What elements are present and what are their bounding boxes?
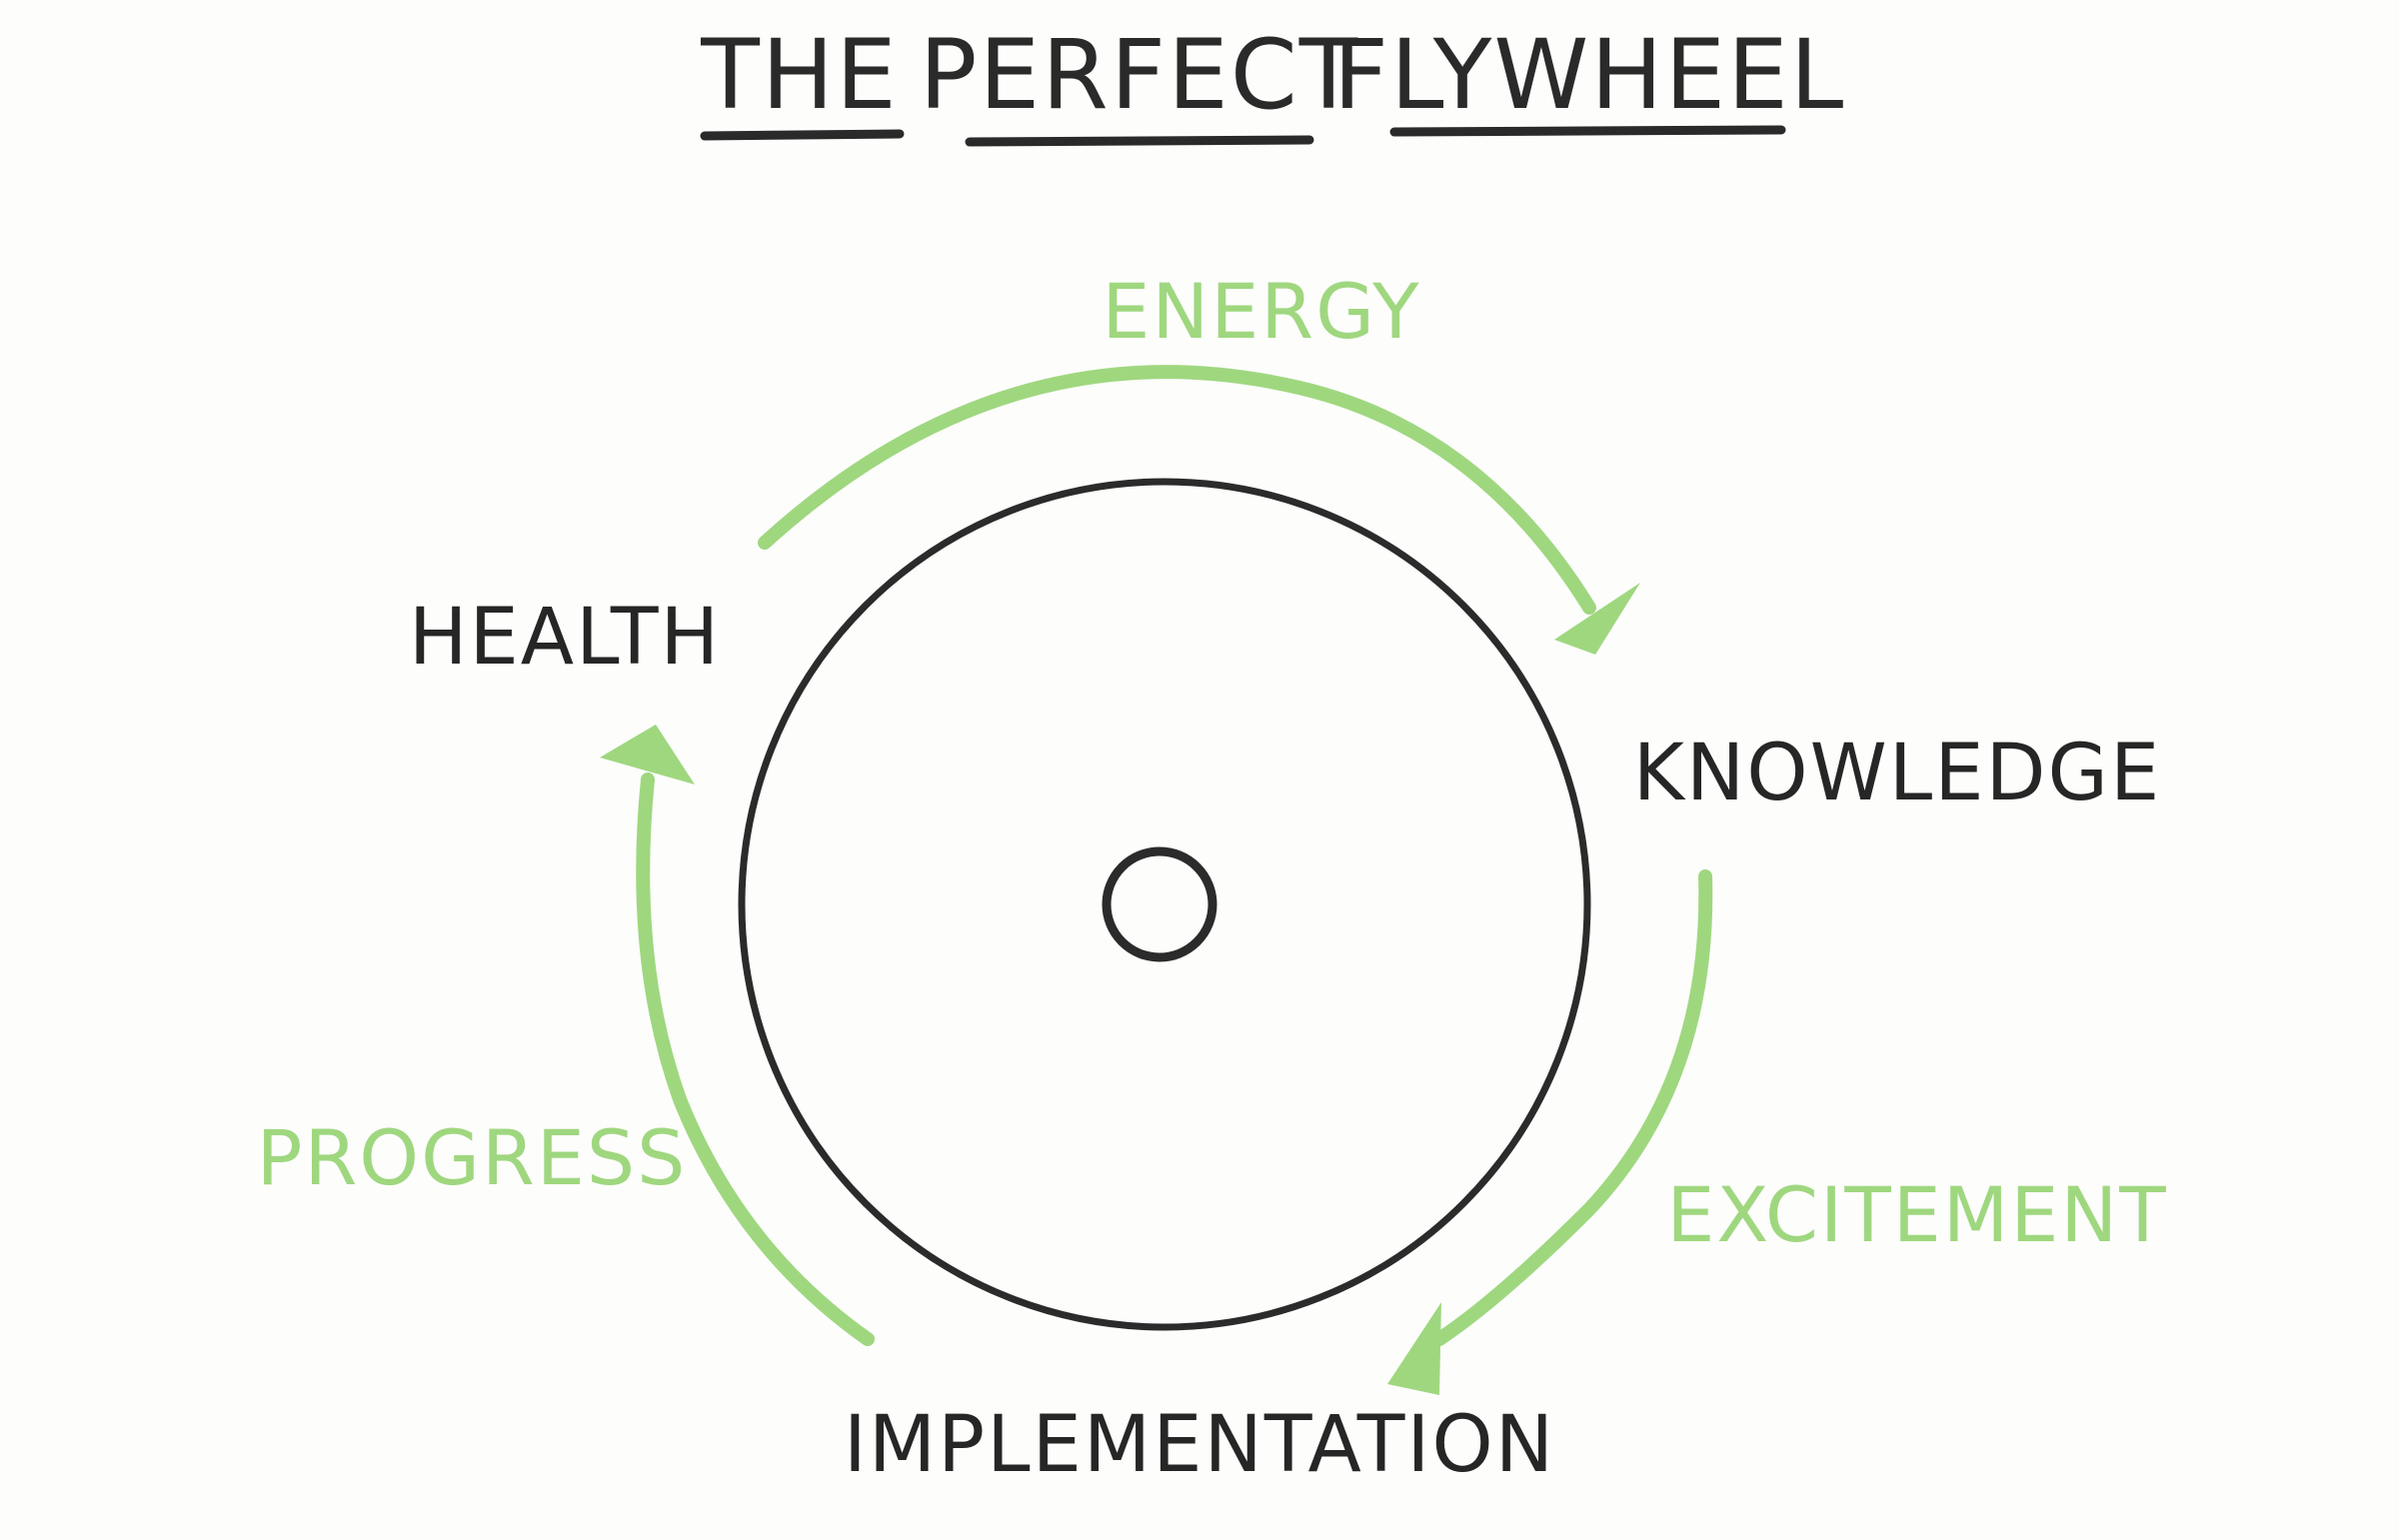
progress-arrow (636, 772, 875, 1346)
progress-arrowhead-icon (600, 725, 695, 784)
title-underline-flywheel (1389, 125, 1786, 137)
node-label-knowledge: KNOWLEDGE (1633, 729, 2162, 818)
energy-arrow (758, 365, 1596, 615)
title-underline-the (700, 129, 905, 141)
wheel-circle (738, 478, 1591, 1331)
excitement-arrow (1432, 869, 1713, 1346)
excitement-arrowhead-icon (1387, 1302, 1441, 1395)
title-word-flywheel: FLYWHEEL (1333, 19, 1846, 131)
title-word-the: THE (700, 19, 898, 131)
page-title: THE PERFECT FLYWHEEL (700, 19, 1846, 147)
energy-arrowhead-icon (1554, 583, 1640, 655)
flow-label-energy: ENERGY (1102, 267, 1420, 356)
flow-label-excitement: EXCITEMENT (1666, 1170, 2167, 1259)
title-underline-perfect (965, 135, 1314, 147)
title-word-perfect: PERFECT (920, 19, 1360, 131)
node-label-health: HEALTH (409, 593, 721, 683)
flow-label-progress: PROGRESS (257, 1113, 688, 1202)
node-label-implementation: IMPLEMENTATION (844, 1400, 1555, 1490)
hub-circle (1102, 846, 1217, 962)
